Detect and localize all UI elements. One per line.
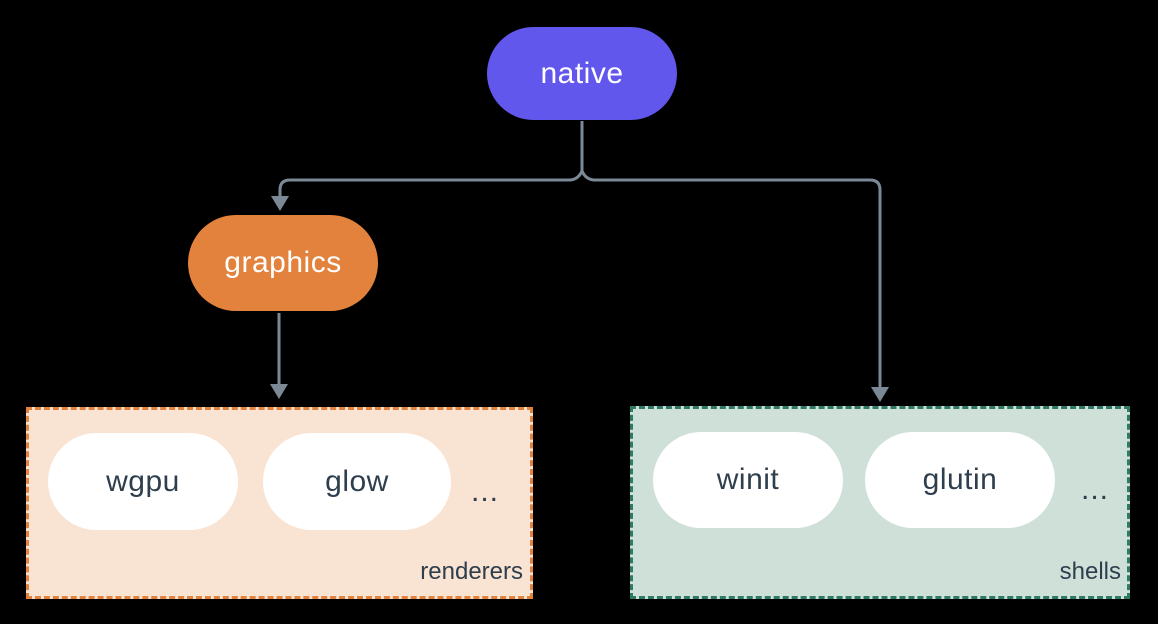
node-glutin-label: glutin [922,463,998,496]
node-graphics: graphics [188,215,378,311]
node-native-label: native [540,56,624,90]
node-winit: winit [653,432,843,528]
node-glutin: glutin [865,432,1055,528]
arrowhead-into-shells [871,387,889,402]
node-wgpu-label: wgpu [106,464,180,498]
node-graphics-label: graphics [224,246,342,279]
node-winit-label: winit [716,463,780,496]
group-renderers-label: renderers [420,558,523,585]
node-glow-label: glow [325,464,389,498]
arrowhead-into-renderers [270,384,288,399]
shells-ellipsis: ... [1080,473,1109,506]
renderers-ellipsis: ... [470,474,499,508]
group-shells-label: shells [1059,558,1121,585]
arrowhead-into-graphics [271,196,289,211]
node-native: native [487,27,677,120]
node-glow: glow [263,433,451,530]
node-wgpu: wgpu [48,433,238,530]
